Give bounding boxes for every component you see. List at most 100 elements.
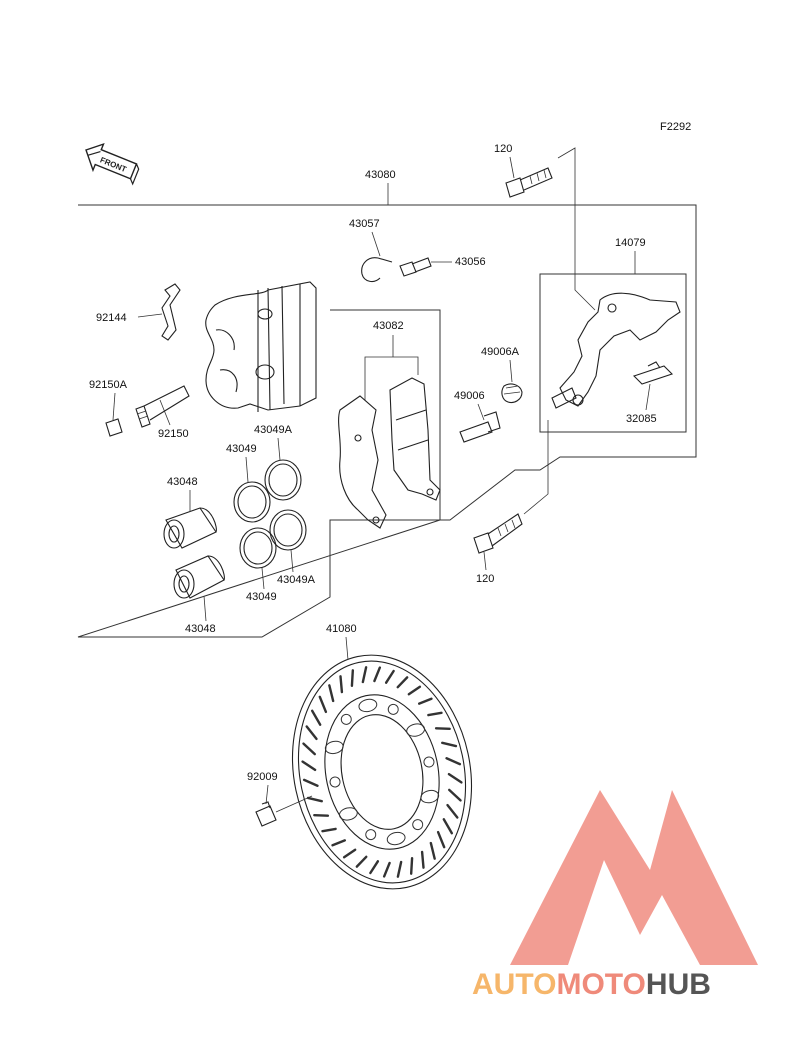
label-120-top: 120 bbox=[494, 143, 512, 155]
label-43048-bottom: 43048 bbox=[185, 623, 216, 635]
logo-text-moto: MOTO bbox=[556, 968, 645, 1001]
disc-slot bbox=[382, 861, 391, 878]
disc-slot bbox=[369, 860, 380, 875]
piston-43048-top bbox=[163, 507, 217, 549]
disc-hole bbox=[358, 698, 378, 713]
disc-slot bbox=[429, 841, 436, 860]
disc-slot bbox=[302, 742, 317, 756]
disc-slot bbox=[310, 709, 322, 726]
disc-slot bbox=[302, 778, 319, 787]
disc-slot bbox=[396, 860, 403, 878]
label-43049-top: 43049 bbox=[226, 443, 257, 455]
disc-hole bbox=[365, 829, 377, 841]
disc-hole bbox=[406, 723, 426, 737]
disc-hole bbox=[329, 776, 341, 788]
automotohub-logo: AUTOMOTOHUB bbox=[472, 790, 758, 1001]
disc-slot bbox=[420, 850, 425, 869]
caliper-assembly-frame bbox=[77, 204, 697, 638]
plate-32085 bbox=[632, 361, 674, 385]
bolt-120-bottom bbox=[473, 513, 523, 554]
pin-92150 bbox=[135, 385, 190, 428]
pad-spring-92144 bbox=[161, 283, 181, 341]
label-92144: 92144 bbox=[96, 312, 127, 324]
label-49006: 49006 bbox=[454, 390, 485, 402]
label-43049A-top: 43049A bbox=[254, 424, 293, 436]
disc-hole bbox=[338, 807, 358, 821]
disc-slot bbox=[441, 741, 458, 748]
disc-slot bbox=[418, 697, 433, 705]
disc-slot bbox=[339, 675, 344, 694]
disc-slot bbox=[447, 772, 463, 784]
brake-pad-outer bbox=[338, 395, 387, 529]
disc-slot bbox=[445, 757, 462, 766]
disc-slot bbox=[305, 725, 318, 741]
disc-slot bbox=[350, 669, 355, 687]
disc-hole bbox=[387, 703, 399, 715]
label-92150: 92150 bbox=[158, 428, 189, 440]
disc-slot bbox=[355, 855, 368, 868]
disc-slot bbox=[446, 803, 459, 819]
disc-hole bbox=[324, 740, 344, 755]
disc-slot bbox=[447, 788, 462, 802]
pad-frame bbox=[330, 309, 441, 520]
clip-43057 bbox=[361, 257, 393, 283]
label-120-bottom: 120 bbox=[476, 573, 494, 585]
piston-43048-bottom bbox=[173, 555, 225, 599]
label-43080: 43080 bbox=[365, 169, 396, 181]
disc-slot bbox=[427, 711, 443, 717]
disc-slot bbox=[331, 839, 346, 847]
seal-43049A-top bbox=[264, 459, 302, 501]
disc-hole bbox=[386, 831, 406, 846]
label-43082: 43082 bbox=[373, 320, 404, 332]
disc-slot bbox=[442, 818, 454, 835]
disc-slot bbox=[318, 695, 328, 714]
disc-slot bbox=[301, 760, 317, 772]
brake-disc bbox=[291, 654, 473, 890]
label-43056: 43056 bbox=[455, 256, 486, 268]
disc-hole bbox=[420, 789, 440, 804]
seal-43049A-bottom bbox=[269, 509, 307, 551]
disc-slot bbox=[313, 814, 330, 817]
disc-slot bbox=[436, 830, 446, 849]
pin-92150A bbox=[105, 418, 123, 437]
label-14079: 14079 bbox=[615, 237, 646, 249]
logo-text-hub: HUB bbox=[646, 968, 711, 1001]
label-43057: 43057 bbox=[349, 218, 380, 230]
bracket-frame bbox=[539, 273, 687, 433]
brake-pad-inner bbox=[389, 377, 441, 501]
label-41080: 41080 bbox=[326, 623, 357, 635]
disc-slot bbox=[407, 685, 422, 696]
boot-49006A bbox=[501, 383, 523, 404]
caliper-bracket bbox=[551, 292, 681, 409]
label-49006A: 49006A bbox=[481, 346, 520, 358]
disc-slot bbox=[306, 796, 323, 803]
caliper-body bbox=[205, 281, 317, 412]
disc-slot bbox=[373, 666, 382, 683]
disc-slot bbox=[342, 848, 357, 859]
disc-hole bbox=[340, 713, 352, 725]
logo-text-auto: AUTO bbox=[472, 968, 556, 1001]
label-32085: 32085 bbox=[626, 413, 657, 425]
disc-slot bbox=[361, 666, 368, 684]
label-43048-top: 43048 bbox=[167, 476, 198, 488]
disc-slot bbox=[384, 669, 395, 684]
label-92009: 92009 bbox=[247, 771, 278, 783]
label-43049A-bottom: 43049A bbox=[277, 574, 316, 586]
pin-49006 bbox=[459, 411, 501, 443]
front-arrow-icon: FRONT bbox=[85, 142, 140, 186]
disc-hole bbox=[412, 819, 424, 831]
label-92150A: 92150A bbox=[89, 379, 128, 391]
bleeder-43056 bbox=[399, 257, 432, 277]
disc-hole bbox=[423, 756, 435, 768]
label-43049-bottom: 43049 bbox=[246, 591, 277, 603]
disc-slot bbox=[434, 727, 451, 730]
seal-43049-bottom bbox=[239, 527, 277, 569]
disc-slot bbox=[396, 676, 409, 689]
figure-code: F2292 bbox=[660, 121, 691, 133]
bolt-120-top bbox=[505, 167, 553, 198]
svg-text:AUTOMOTOHUB: AUTOMOTOHUB bbox=[472, 968, 711, 1001]
disc-slot bbox=[328, 684, 335, 703]
seal-43049-top bbox=[233, 481, 271, 523]
disc-slot bbox=[321, 827, 337, 833]
